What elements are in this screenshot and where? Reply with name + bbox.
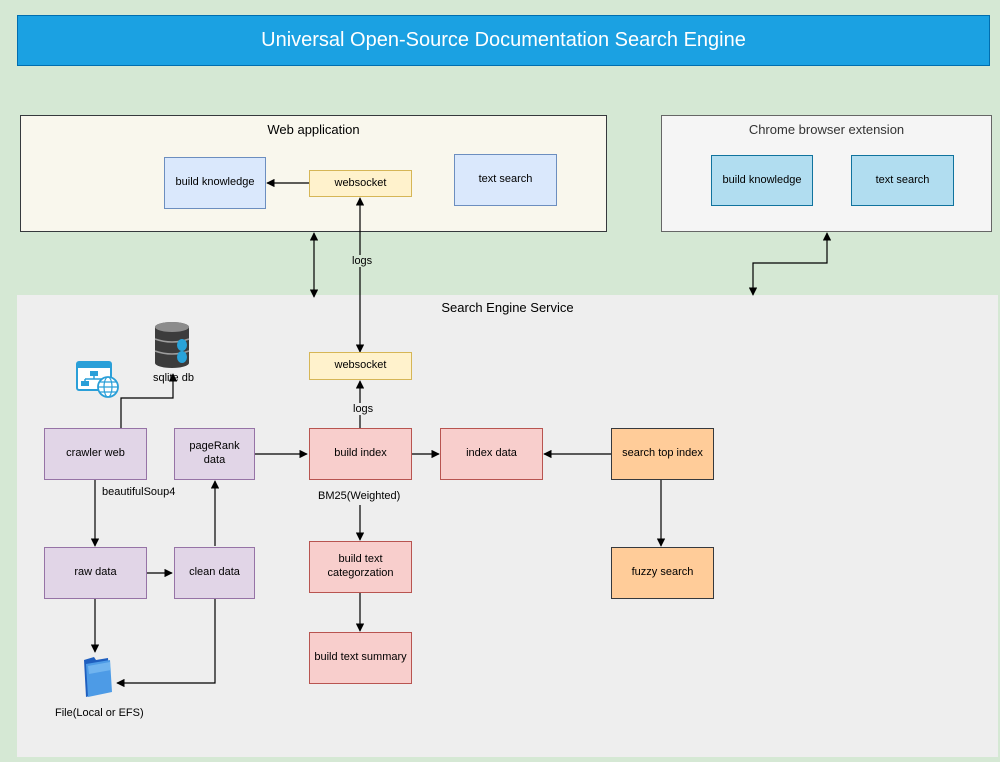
web-websocket-box: websocket bbox=[309, 170, 412, 197]
edge-crawler-to-sqlite bbox=[120, 373, 178, 428]
logs-label-lower: logs bbox=[351, 403, 376, 415]
chrome-extension-title: Chrome browser extension bbox=[748, 122, 905, 137]
search-top-index-box: search top index bbox=[611, 428, 714, 480]
edge-extension-to-service bbox=[748, 232, 832, 296]
ext-text-search-box: text search bbox=[851, 155, 954, 206]
build-text-summary-box: build text summary bbox=[309, 632, 412, 684]
web-build-knowledge-box: build knowledge bbox=[164, 157, 266, 209]
web-sitemap-icon bbox=[76, 361, 120, 399]
fuzzy-search-box: fuzzy search bbox=[611, 547, 714, 599]
service-websocket-box: websocket bbox=[309, 352, 412, 380]
web-text-search-box: text search bbox=[454, 154, 557, 206]
build-index-box: build index bbox=[309, 428, 412, 480]
edge-clean-to-file bbox=[116, 599, 216, 688]
raw-data-box: raw data bbox=[44, 547, 147, 599]
index-data-box: index data bbox=[440, 428, 543, 480]
diagram-title: Universal Open-Source Documentation Sear… bbox=[17, 15, 990, 66]
database-icon bbox=[153, 321, 191, 369]
crawler-web-box: crawler web bbox=[44, 428, 147, 480]
search-engine-service-panel: Search Engine Service bbox=[17, 295, 998, 757]
build-text-categorization-box: build text categorzation bbox=[309, 541, 412, 593]
ext-build-knowledge-box: build knowledge bbox=[711, 155, 813, 206]
folder-icon bbox=[82, 656, 114, 698]
beautifulsoup-label: beautifulSoup4 bbox=[102, 486, 176, 498]
file-storage-label: File(Local or EFS) bbox=[55, 707, 144, 719]
logs-label-upper: logs bbox=[350, 255, 375, 267]
search-engine-service-title: Search Engine Service bbox=[441, 300, 574, 315]
sqlite-db-label: sqlite db bbox=[153, 372, 194, 384]
web-application-title: Web application bbox=[267, 122, 360, 137]
bm25-label: BM25(Weighted) bbox=[316, 490, 403, 502]
clean-data-box: clean data bbox=[174, 547, 255, 599]
pagerank-data-box: pageRank data bbox=[174, 428, 255, 480]
